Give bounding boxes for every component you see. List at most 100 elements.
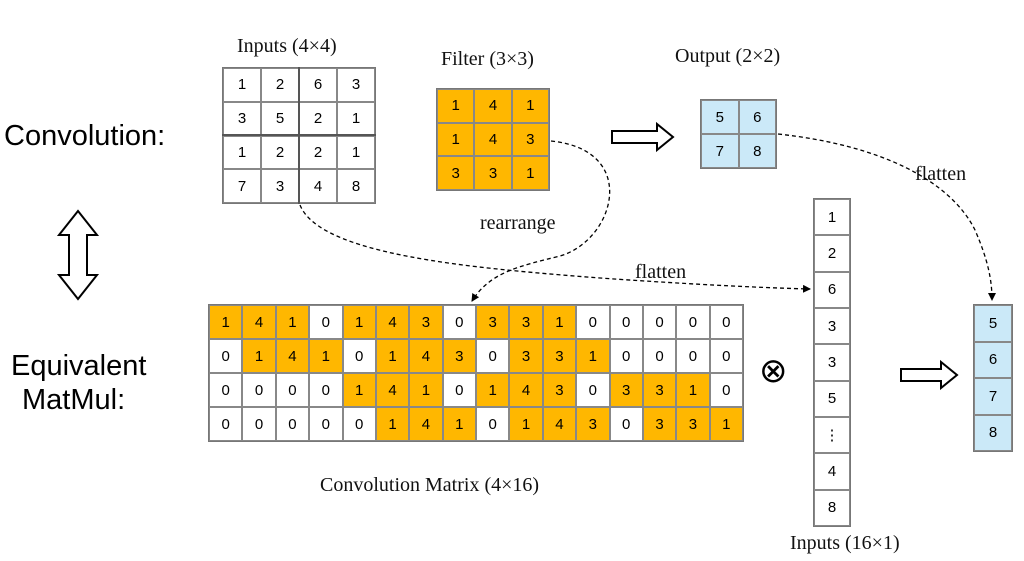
input-vector-cell: 3 [814,307,850,345]
conv-matrix-cell: 3 [642,407,677,441]
conv-matrix-cell: 1 [309,339,343,373]
input-vector-title: Inputs (16×1) [790,532,900,554]
conv-matrix-cell: 0 [642,339,677,373]
output-vector-cell: 5 [974,305,1012,342]
filter-cell: 3 [437,156,475,190]
input-cell: 8 [337,169,375,203]
conv-matrix-cell: 4 [409,407,443,441]
conv-matrix-cell: 3 [542,373,577,407]
input-vector-cell: 3 [814,344,850,381]
input-vector-cell: ⋮ [814,416,850,454]
conv-matrix-cell: 3 [442,339,476,373]
conv-matrix-cell: 0 [476,407,510,441]
inputs-divider-horizontal [222,134,376,136]
conv-matrix-cell: 0 [709,373,743,407]
inputs-title: Inputs (4×4) [237,35,337,57]
conv-matrix-cell: 0 [709,339,743,373]
filter-to-output-arrow [611,121,675,153]
conv-matrix-cell: 3 [642,373,677,407]
conv-matrix-cell: 0 [275,407,310,441]
conv-matrix-cell: 1 [342,305,376,339]
filter-cell: 4 [474,122,512,157]
conv-matrix-cell: 1 [342,373,376,407]
output-cell: 7 [701,134,739,168]
conv-matrix-cell: 0 [576,305,610,339]
conv-matrix-cell: 3 [676,407,710,441]
rearrange-curve [471,140,611,302]
conv-matrix-cell: 4 [375,373,410,407]
output-title: Output (2×2) [675,45,781,67]
conv-matrix-cell: 3 [609,373,643,407]
conv-matrix-cell: 0 [476,339,510,373]
conv-matrix-cell: 4 [542,407,577,441]
vector-to-output-arrow [900,359,959,391]
conv-matrix-cell: 4 [375,305,410,339]
conv-matrix-cell: 1 [676,373,710,407]
flatten-inputs-curve [299,204,811,293]
conv-matrix-cell: 1 [375,339,410,373]
conv-matrix-cell: 0 [309,305,343,339]
conv-matrix-cell: 1 [476,373,510,407]
input-cell: 1 [223,68,261,102]
equivalence-double-arrow [56,209,100,301]
conv-matrix-cell: 0 [576,373,610,407]
output-cell: 5 [701,100,739,134]
input-vector-cell: 4 [814,453,850,490]
conv-matrix-cell: 3 [476,305,510,339]
conv-matrix-cell: 0 [209,339,243,373]
conv-matrix-cell: 0 [442,305,476,339]
conv-matrix-cell: 0 [209,373,243,407]
conv-matrix-title: Convolution Matrix (4×16) [320,474,540,496]
conv-matrix-cell: 0 [342,407,376,441]
convolution-label: Convolution: [4,120,166,152]
filter-cell: 1 [437,89,475,123]
conv-matrix-cell: 4 [509,373,543,407]
conv-matrix-cell: 3 [576,407,610,441]
matmul-label: MatMul: [22,384,126,416]
conv-matrix-cell: 1 [275,305,310,339]
conv-matrix-cell: 1 [375,407,410,441]
flatten-output-curve [777,133,996,301]
input-vector-cell: 1 [814,199,850,236]
filter-cell: 3 [511,122,549,157]
conv-matrix-cell: 3 [542,339,577,373]
conv-matrix-cell: 0 [442,373,476,407]
conv-matrix-cell: 1 [409,373,443,407]
conv-matrix-cell: 1 [709,407,743,441]
output-cell: 8 [738,134,776,168]
conv-matrix-cell: 0 [209,407,243,441]
conv-matrix-cell: 0 [309,407,343,441]
filter-cell: 1 [437,122,475,157]
conv-matrix-cell: 0 [242,373,276,407]
equivalent-label: Equivalent [11,350,147,382]
input-cell: 3 [337,68,375,102]
conv-matrix-cell: 0 [609,305,643,339]
conv-matrix-cell: 3 [509,305,543,339]
conv-matrix-cell: 0 [676,305,710,339]
conv-matrix-cell: 0 [242,407,276,441]
conv-matrix-cell: 3 [509,339,543,373]
filter-cell: 1 [511,156,549,190]
conv-matrix-cell: 0 [609,339,643,373]
conv-matrix-cell: 4 [275,339,310,373]
conv-matrix-cell: 1 [542,305,577,339]
flatten-inputs-label: flatten [635,261,687,283]
filter-cell: 3 [474,156,512,190]
input-vector-cell: 2 [814,235,850,272]
conv-matrix-cell: 1 [509,407,543,441]
rearrange-label: rearrange [480,212,556,234]
conv-matrix-cell: 0 [642,305,677,339]
conv-matrix-cell: 0 [709,305,743,339]
output-vector-cell: 8 [974,414,1012,451]
conv-matrix-cell: 1 [209,305,243,339]
output-cell: 6 [738,100,776,134]
conv-matrix-cell: 0 [309,373,343,407]
input-vector-cell: 8 [814,489,850,526]
input-vector-cell: 5 [814,380,850,417]
output-vector-cell: 7 [974,378,1012,415]
